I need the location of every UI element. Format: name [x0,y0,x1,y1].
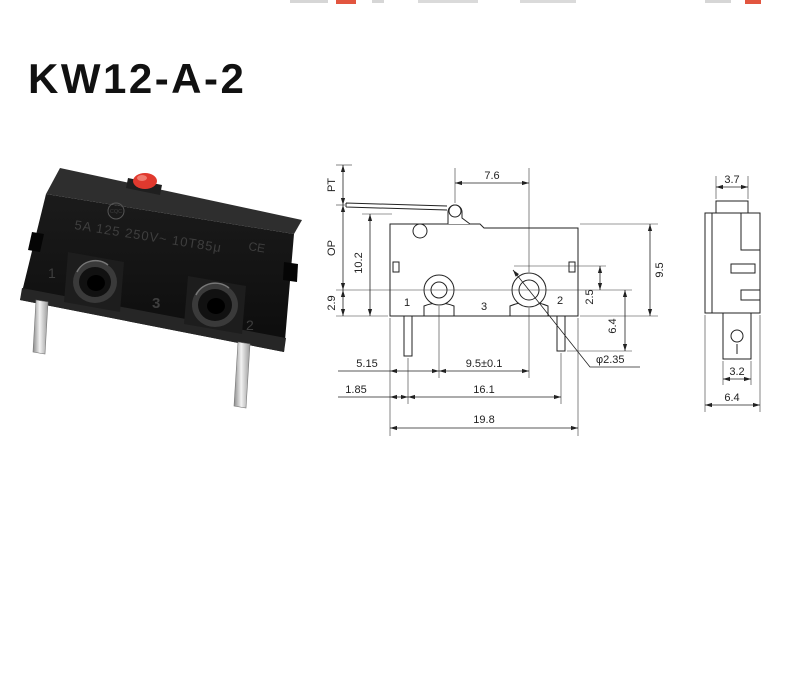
dim-label-3-2: 3.2 [729,366,744,378]
end-terminal-hole [730,329,744,343]
side-pin-label-1: 1 [404,297,410,309]
dim-label-hole-diameter: φ2.35 [596,354,625,366]
strip-mark [705,0,731,3]
top-cropped-strip [290,0,761,4]
end-slot [730,263,756,274]
dimension-lines [338,165,653,431]
strip-mark [520,0,576,3]
terminal-pin-1 [32,299,49,355]
extension-lines [336,164,658,436]
mounting-hole-2-highlight [195,282,230,296]
mounting-hole-1-highlight [76,259,109,273]
dim-label-9-5-pitch: 9.5±0.1 [466,358,503,370]
lever-roller [448,204,462,218]
dim-label-6-4: 6.4 [607,318,619,333]
pivot-hole [412,223,428,239]
side-terminal-1 [403,315,413,357]
end-view-drawing: 3.7 3.2 6.4 [704,174,761,412]
dim-label-19-8: 19.8 [473,414,494,426]
end-body-step [740,213,760,251]
strip-mark [372,0,384,3]
switch-right-notch [283,262,298,282]
actuator-button [133,173,157,189]
dim-label-3-7: 3.7 [724,174,739,186]
photo-pin-label-1: 1 [48,265,56,281]
dim-label-5-15: 5.15 [356,358,377,370]
lever-arm [345,202,448,211]
end-actuator [715,200,749,214]
mounting-hole-2-bore [207,298,225,314]
switch-photo: CQC 5A 125 250V~ 10T85μ CE 1 3 2 [20,168,302,409]
strip-mark [290,0,328,3]
cqc-mark [107,202,125,220]
dimension-labels: 7.6 PT OP 2.9 10.2 9.5 2.5 6.4 5.15 9.5±… [326,170,666,426]
side-notch-right [568,261,576,273]
switch-top-face [46,168,302,234]
terminal-pin-2 [233,341,251,409]
ce-mark: CE [248,239,267,255]
photo-pin-label-2: 2 [246,317,254,333]
dim-label-10-2: 10.2 [353,252,365,273]
cqc-mark-text: CQC [110,209,122,215]
dim-label-2-9: 2.9 [326,295,338,310]
actuator-button-highlight [137,175,147,181]
dim-label-2-5: 2.5 [584,289,596,304]
hole-diameter-leader [512,269,640,368]
switch-left-notch [28,232,44,252]
side-pin-label-2: 2 [557,295,563,307]
dim-label-16-1: 16.1 [473,384,494,396]
side-pin-label-3: 3 [481,301,487,313]
dim-label-6-4-width: 6.4 [724,392,739,404]
strip-mark [745,0,761,4]
side-notch-left [392,261,400,273]
strip-mark [336,0,356,4]
photo-pin-label-3: 3 [152,295,160,312]
dim-label-op: OP [326,240,338,256]
model-title: KW12-A-2 [28,55,246,102]
side-terminal-2 [556,315,566,352]
dim-label-pt: PT [326,178,338,192]
mounting-hole-1-bore [87,275,105,291]
strip-mark [418,0,478,3]
end-step-lower [740,289,761,301]
dim-label-9-5-height: 9.5 [654,262,666,277]
dim-label-7-6: 7.6 [484,170,499,182]
side-view-drawing: 1 3 2 [326,164,666,436]
dim-label-1-85: 1.85 [345,384,366,396]
